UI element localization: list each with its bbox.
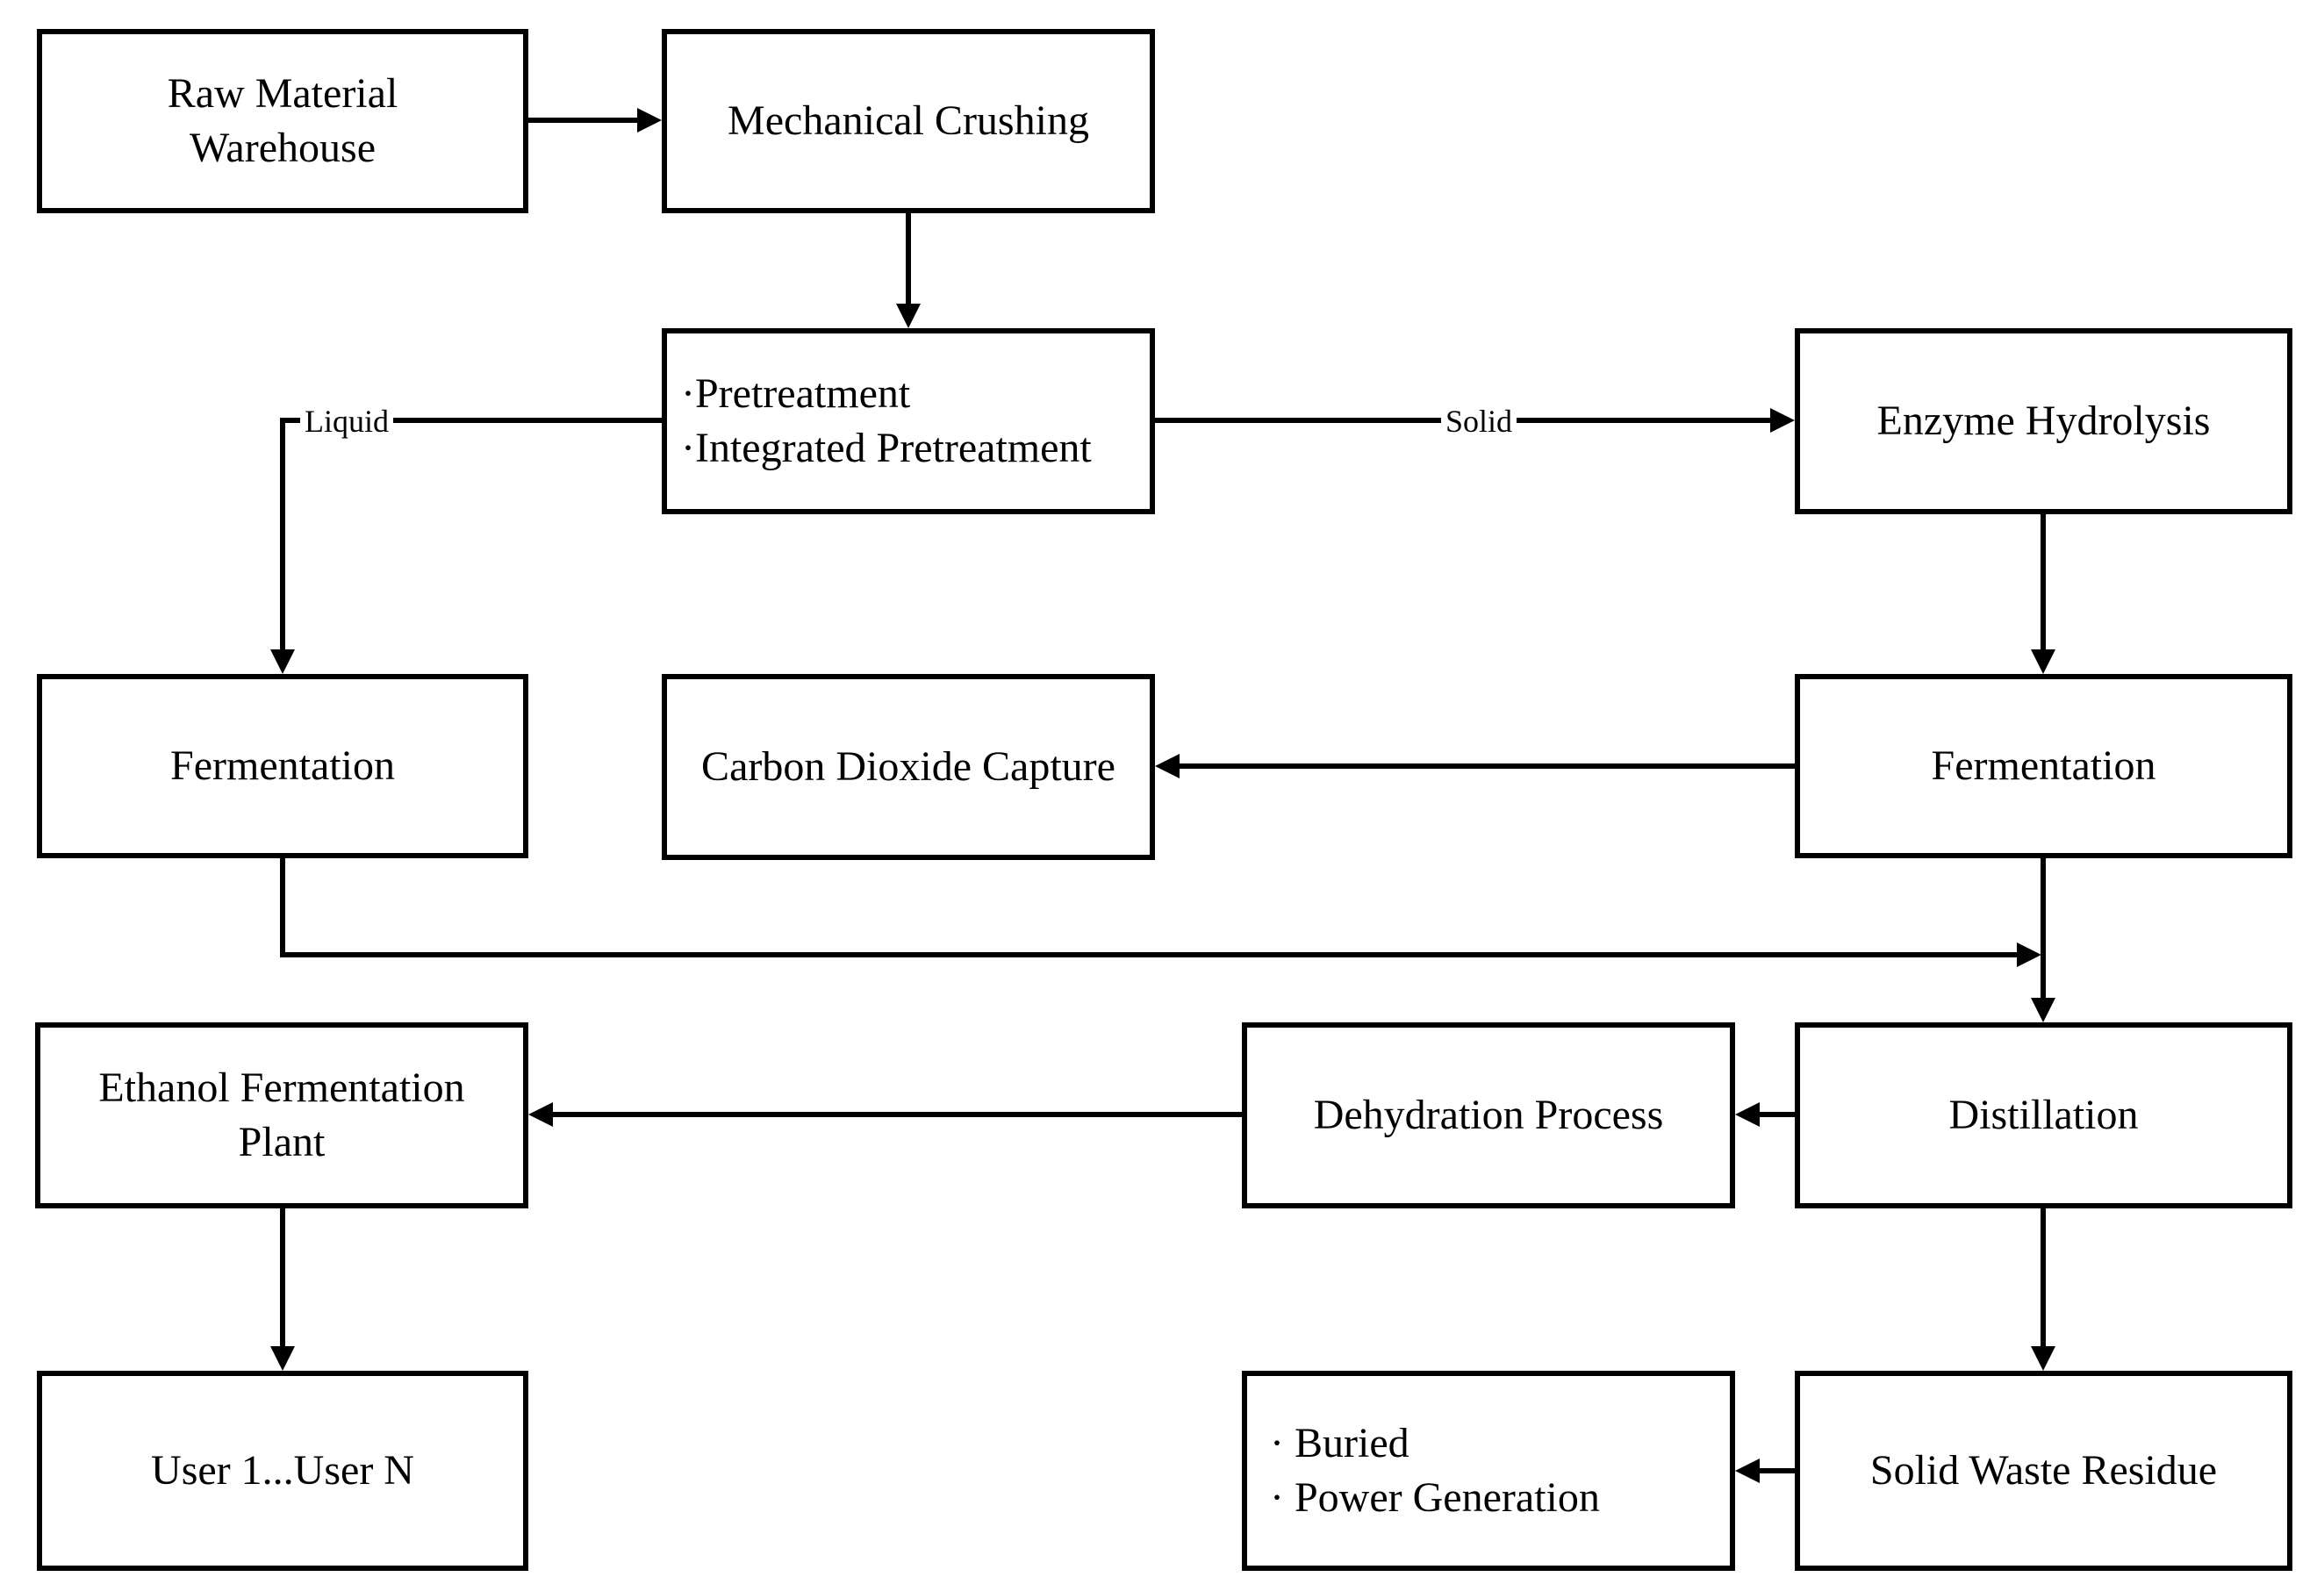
- node-label-line: ·Integrated Pretreatment: [681, 425, 1092, 471]
- node-waste-disposal: · Buried · Power Generation: [1242, 1371, 1735, 1571]
- node-distillation: Distillation: [1795, 1022, 2292, 1208]
- node-fermentation-left: Fermentation: [37, 674, 528, 858]
- edge-solid-arrowhead-icon: [1770, 408, 1795, 433]
- node-label-line: Plant: [238, 1119, 326, 1165]
- edge-enzyme-to-fermentation-arrowhead-icon: [2031, 649, 2055, 674]
- edge-label-solid: Solid: [1440, 403, 1517, 440]
- node-label-line: Fermentation: [1931, 742, 2156, 789]
- node-label-line: Warehouse: [189, 125, 377, 171]
- edge-ethanol-to-users-line: [280, 1208, 285, 1346]
- edge-distillation-to-waste-line: [2041, 1208, 2046, 1346]
- edge-fermentation-left-merge-arrowhead-icon: [2017, 943, 2041, 967]
- edge-fermentation-to-distillation-line: [2041, 858, 2046, 998]
- node-users: User 1...User N: [37, 1371, 528, 1571]
- edge-ethanol-to-users-arrowhead-icon: [270, 1346, 295, 1371]
- edge-raw-to-crushing-arrowhead-icon: [637, 108, 662, 133]
- node-label-line: Carbon Dioxide Capture: [701, 742, 1115, 790]
- node-label-line: Dehydration Process: [1313, 1091, 1664, 1138]
- node-pretreatment: ·Pretreatment ·Integrated Pretreatment: [662, 328, 1155, 514]
- edge-fermentation-to-co2-line: [1180, 763, 1795, 769]
- node-ethanol-fermentation-plant: Ethanol Fermentation Plant: [35, 1022, 528, 1208]
- node-label-line: Solid Waste Residue: [1869, 1446, 2218, 1494]
- node-label-line: ·Pretreatment: [681, 369, 911, 417]
- edge-liquid-arrowhead-icon: [270, 649, 295, 674]
- node-raw-material-warehouse: Raw Material Warehouse: [37, 29, 528, 213]
- node-label-line: Distillation: [1948, 1091, 2139, 1138]
- node-label-line: Mechanical Crushing: [728, 97, 1089, 144]
- edge-waste-to-disposal-arrowhead-icon: [1735, 1459, 1760, 1483]
- node-carbon-dioxide-capture: Carbon Dioxide Capture: [662, 674, 1155, 860]
- node-label-line: Fermentation: [170, 742, 395, 789]
- node-mechanical-crushing: Mechanical Crushing: [662, 29, 1155, 213]
- edge-dehydration-to-ethanol-arrowhead-icon: [528, 1102, 553, 1127]
- node-dehydration-process: Dehydration Process: [1242, 1022, 1735, 1208]
- edge-fermentation-left-down-line: [280, 858, 285, 955]
- edge-distillation-to-dehydration-arrowhead-icon: [1735, 1102, 1760, 1127]
- edge-crushing-to-pretreatment-line: [906, 213, 911, 304]
- edge-crushing-to-pretreatment-arrowhead-icon: [896, 304, 921, 328]
- edge-fermentation-to-co2-arrowhead-icon: [1155, 754, 1180, 778]
- node-enzyme-hydrolysis: Enzyme Hydrolysis: [1795, 328, 2292, 514]
- edge-distillation-to-waste-arrowhead-icon: [2031, 1346, 2055, 1371]
- node-label-line: Ethanol Fermentation: [98, 1064, 465, 1111]
- edge-raw-to-crushing-line: [528, 118, 637, 123]
- node-label-line: · Buried: [1270, 1419, 1409, 1466]
- node-label-line: Enzyme Hydrolysis: [1876, 397, 2211, 444]
- node-label-line: · Power Generation: [1270, 1474, 1600, 1521]
- edge-fermentation-to-distillation-arrowhead-icon: [2031, 998, 2055, 1022]
- edge-waste-to-disposal-line: [1760, 1468, 1795, 1473]
- node-solid-waste-residue: Solid Waste Residue: [1795, 1371, 2292, 1571]
- edge-liquid-horizontal-line: [280, 418, 662, 423]
- node-label-line: Raw Material: [167, 69, 398, 117]
- edge-dehydration-to-ethanol-line: [553, 1112, 1242, 1117]
- node-label-line: User 1...User N: [151, 1446, 414, 1494]
- edge-label-liquid: Liquid: [300, 403, 393, 440]
- edge-fermentation-left-merge-line: [280, 952, 2017, 957]
- edge-distillation-to-dehydration-line: [1760, 1112, 1795, 1117]
- node-fermentation-right: Fermentation: [1795, 674, 2292, 858]
- edge-enzyme-to-fermentation-line: [2041, 514, 2046, 649]
- edge-liquid-vertical-line: [280, 418, 285, 649]
